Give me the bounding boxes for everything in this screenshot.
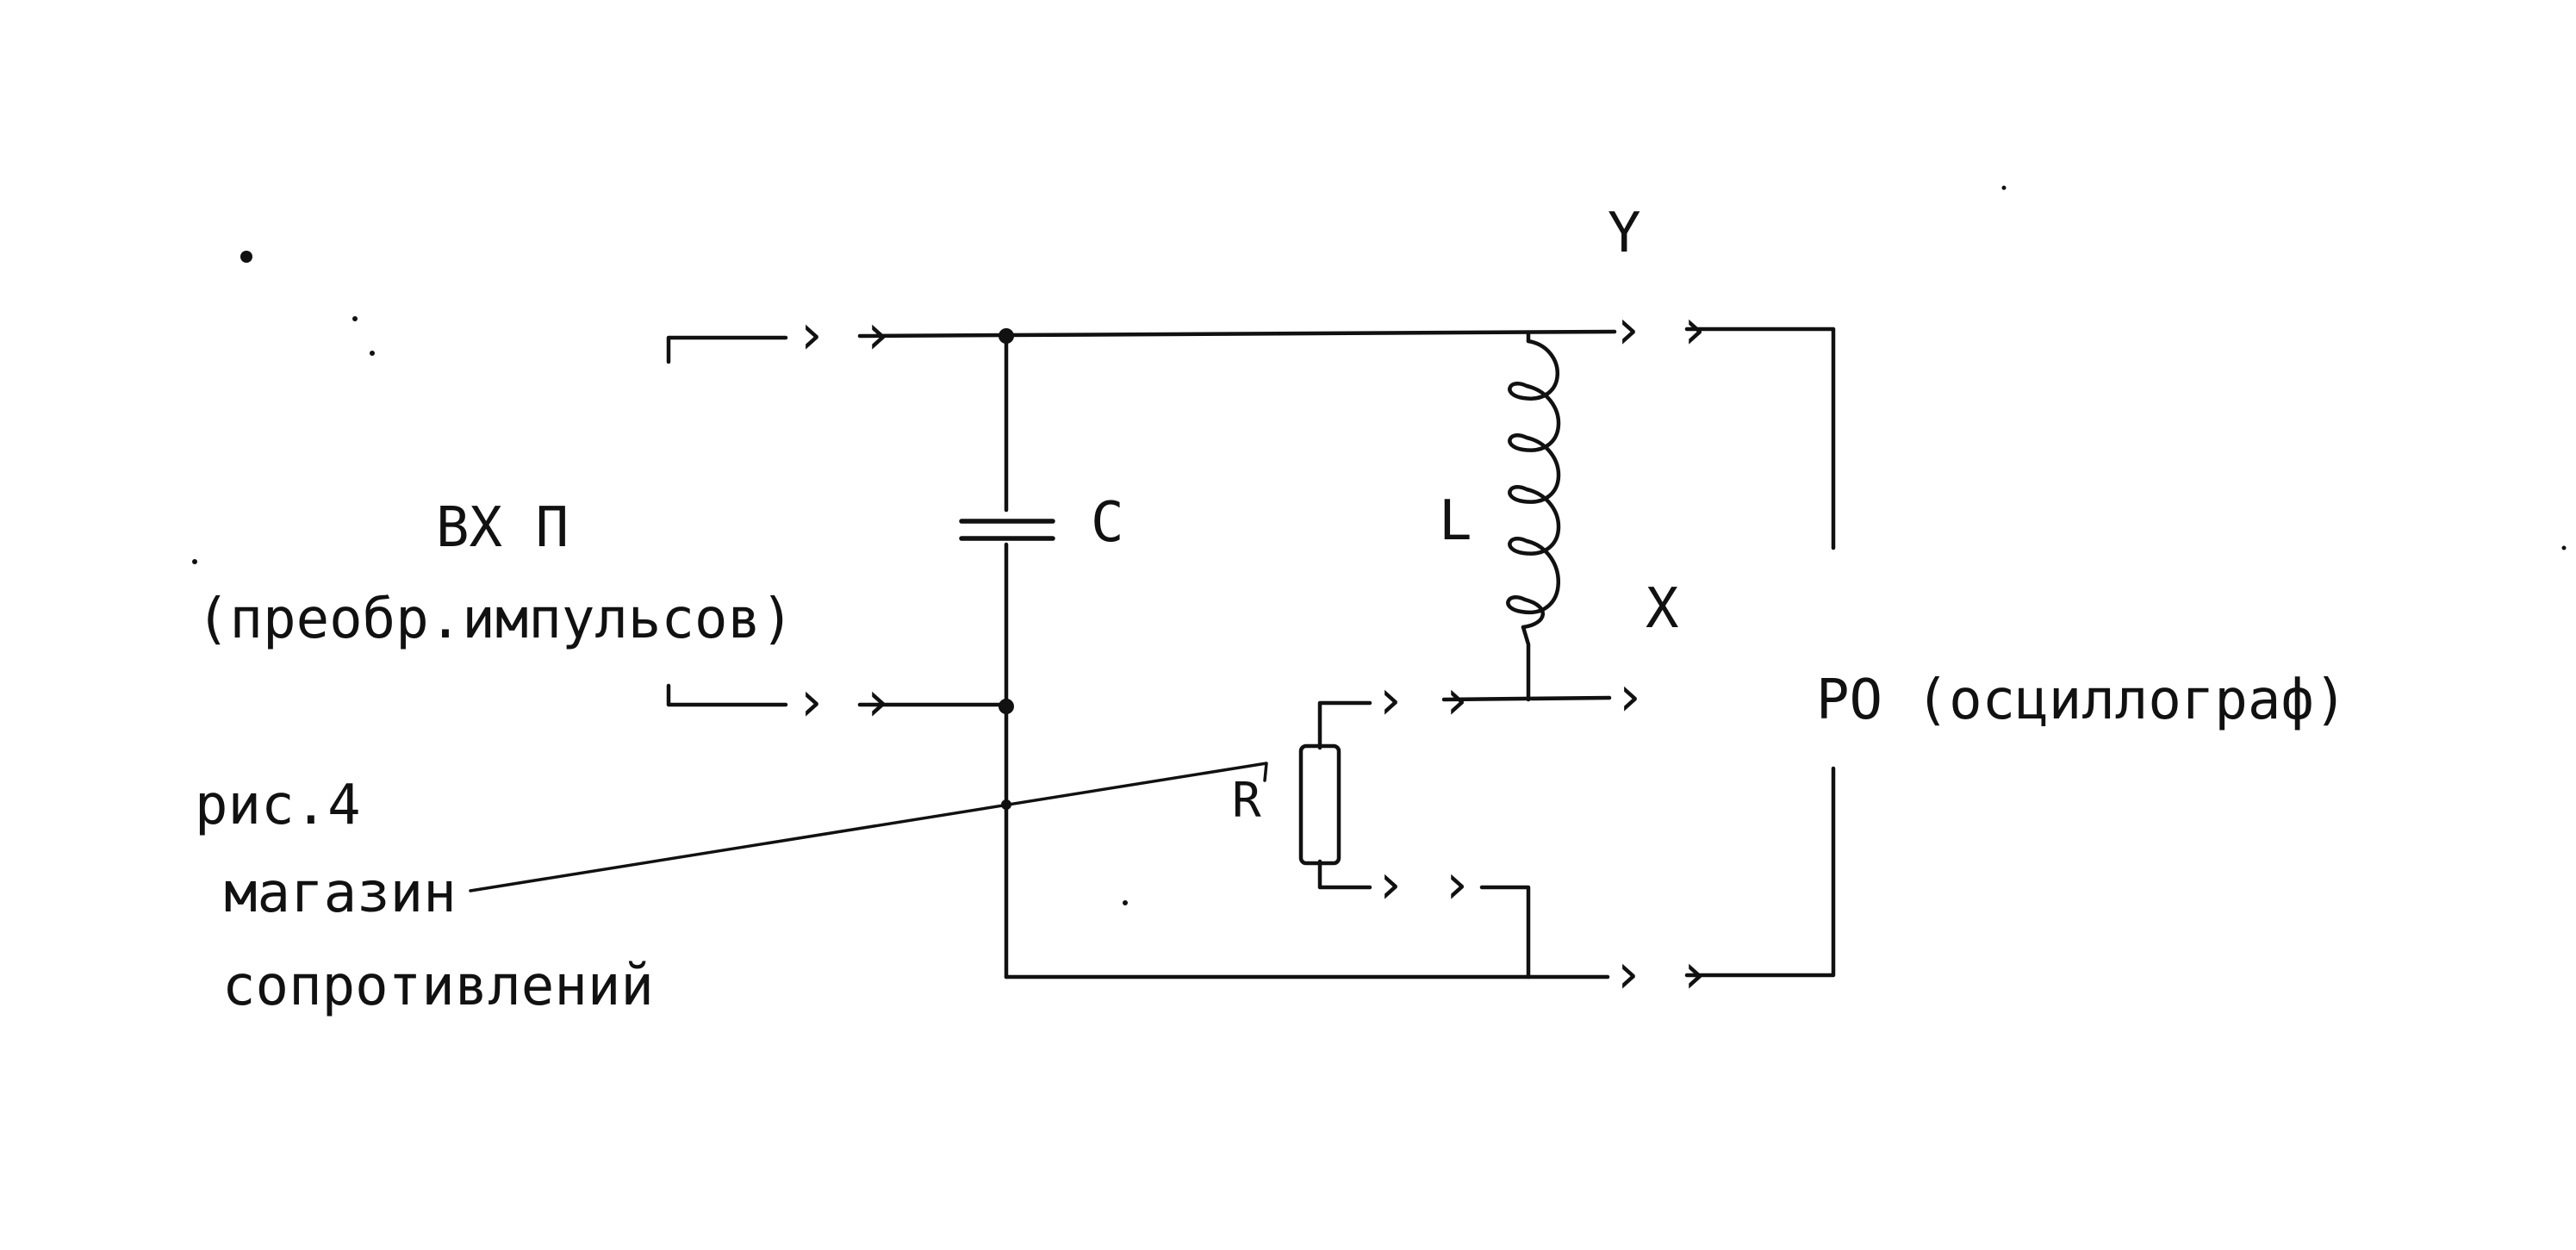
connector-input-bottom: › › [794, 670, 894, 734]
terminal-x-label: X [1646, 577, 1679, 641]
x-terminal-wire [1441, 695, 1612, 702]
resistor-return-wire [1479, 885, 1531, 979]
top-rail-wire [857, 329, 1617, 339]
junction-input-bottom [999, 699, 1014, 714]
inductor-symbol [1506, 339, 1561, 630]
circuit-wires [857, 329, 1617, 979]
resistor-label: R [1232, 773, 1261, 829]
input-bracket-bottom [666, 683, 788, 707]
resistance-box-leader [469, 762, 1268, 892]
resistor-lead-bottom [1317, 859, 1372, 890]
input-title: ВХ П [436, 496, 569, 560]
connector-output-bottom: › › [1611, 942, 1711, 1006]
output-bracket-bottom [1684, 766, 1836, 978]
specks [192, 185, 2567, 905]
connector-input-top: › › [794, 303, 894, 367]
resistor-lead-top [1317, 700, 1372, 750]
input-bracket [666, 335, 788, 707]
output-bracket-top [1684, 326, 1836, 550]
capacitor-symbol [959, 519, 1055, 541]
figure-caption: рис.4 [195, 774, 361, 837]
resistance-box-label-line2: сопротивлений [222, 955, 654, 1018]
inductor-coil [1506, 339, 1561, 630]
labels: ВХ П (преобр.импульсов) рис.4 магазин со… [195, 202, 2348, 1018]
resistor-body [1298, 743, 1341, 866]
connector-output-x: › [1613, 665, 1646, 729]
resistance-box-label-line1: магазин [224, 861, 457, 925]
output-bracket [1684, 326, 1836, 978]
input-subtitle: (преобр.импульсов) [196, 588, 794, 651]
connector-resistor-bottom: › › [1373, 853, 1473, 917]
input-bracket-top [666, 335, 788, 364]
inductor-lead-bottom [1521, 625, 1531, 702]
connector-resistor-top: › › [1373, 669, 1473, 732]
output-title: РО (осциллограф) [1816, 669, 2348, 732]
capacitor-label: C [1091, 491, 1124, 555]
junction-top [999, 328, 1014, 344]
inductor-label: L [1439, 489, 1472, 553]
resistor-symbol [1298, 743, 1341, 866]
connectors: › › › › › › › › › › › › › [794, 298, 1711, 1006]
terminal-y-label: Y [1608, 202, 1641, 265]
connector-output-y: › › [1611, 298, 1711, 362]
